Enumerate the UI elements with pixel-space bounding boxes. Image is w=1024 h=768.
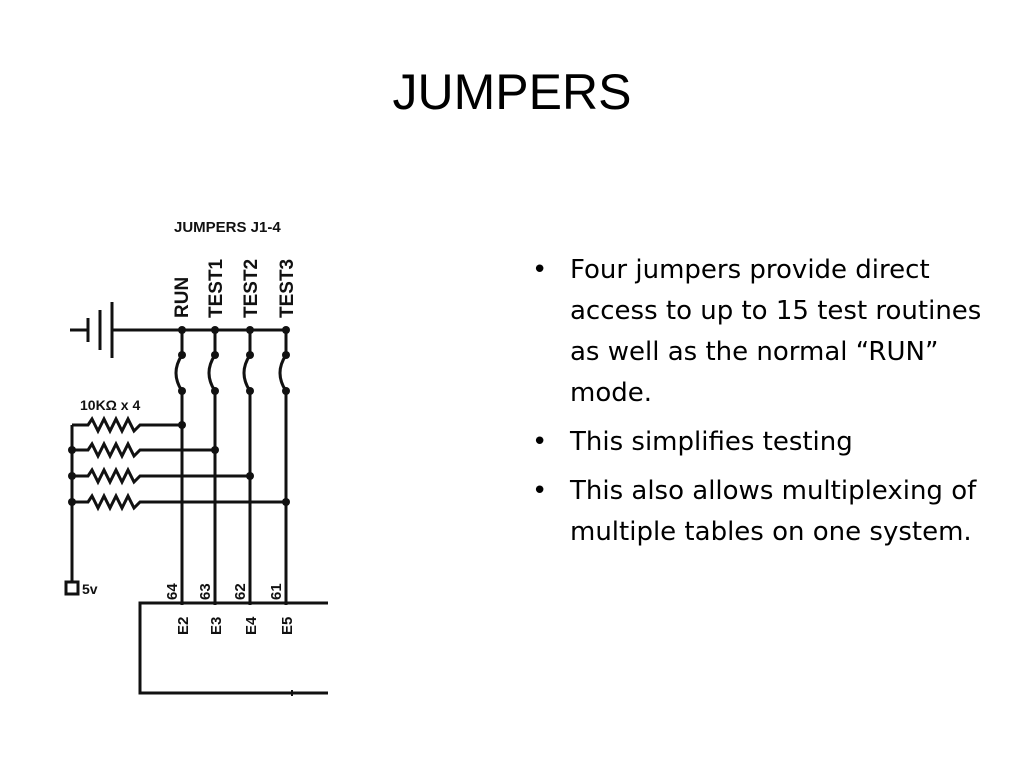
pin-number-63: 63: [197, 583, 214, 600]
jumper-label-run: RUN: [172, 277, 193, 318]
pin-number-64: 64: [164, 583, 181, 600]
jumper-switch-run: [174, 354, 184, 392]
pullup-resistors: [72, 415, 286, 512]
pin-name-e3: E3: [208, 617, 225, 635]
supply-label: 5v: [82, 581, 98, 597]
supply-terminal: [64, 580, 80, 596]
jumper-label-test2: TEST2: [241, 259, 262, 318]
bullet-item: This also allows multiplexing of multipl…: [530, 471, 990, 553]
pin-name-e2: E2: [175, 617, 192, 635]
pin-name-e4: E4: [243, 616, 260, 635]
jumper-label-test3: TEST3: [277, 259, 298, 318]
bullet-item: Four jumpers provide direct access to up…: [530, 250, 990, 414]
connector-body: [138, 601, 328, 695]
schematic-header: JUMPERS J1-4: [174, 219, 281, 236]
slide-title: JUMPERS: [392, 64, 632, 120]
bullet-list: Four jumpers provide direct access to up…: [530, 250, 990, 561]
jumper-switch-test1: [207, 354, 217, 392]
pin-number-62: 62: [232, 583, 249, 600]
jumper-switch-test3: [278, 354, 288, 392]
jumper-label-test1: TEST1: [206, 258, 227, 318]
bullet-item: This simplifies testing: [530, 422, 990, 463]
pin-number-61: 61: [268, 583, 285, 600]
jumper-switch-test2: [242, 354, 252, 392]
pin-name-e5: E5: [279, 617, 296, 635]
resistor-label: 10KΩ x 4: [80, 397, 140, 413]
jumper-schematic: JUMPERS J1-4 10KΩ x 4 5v RUN TEST1 TEST2…: [64, 219, 328, 696]
